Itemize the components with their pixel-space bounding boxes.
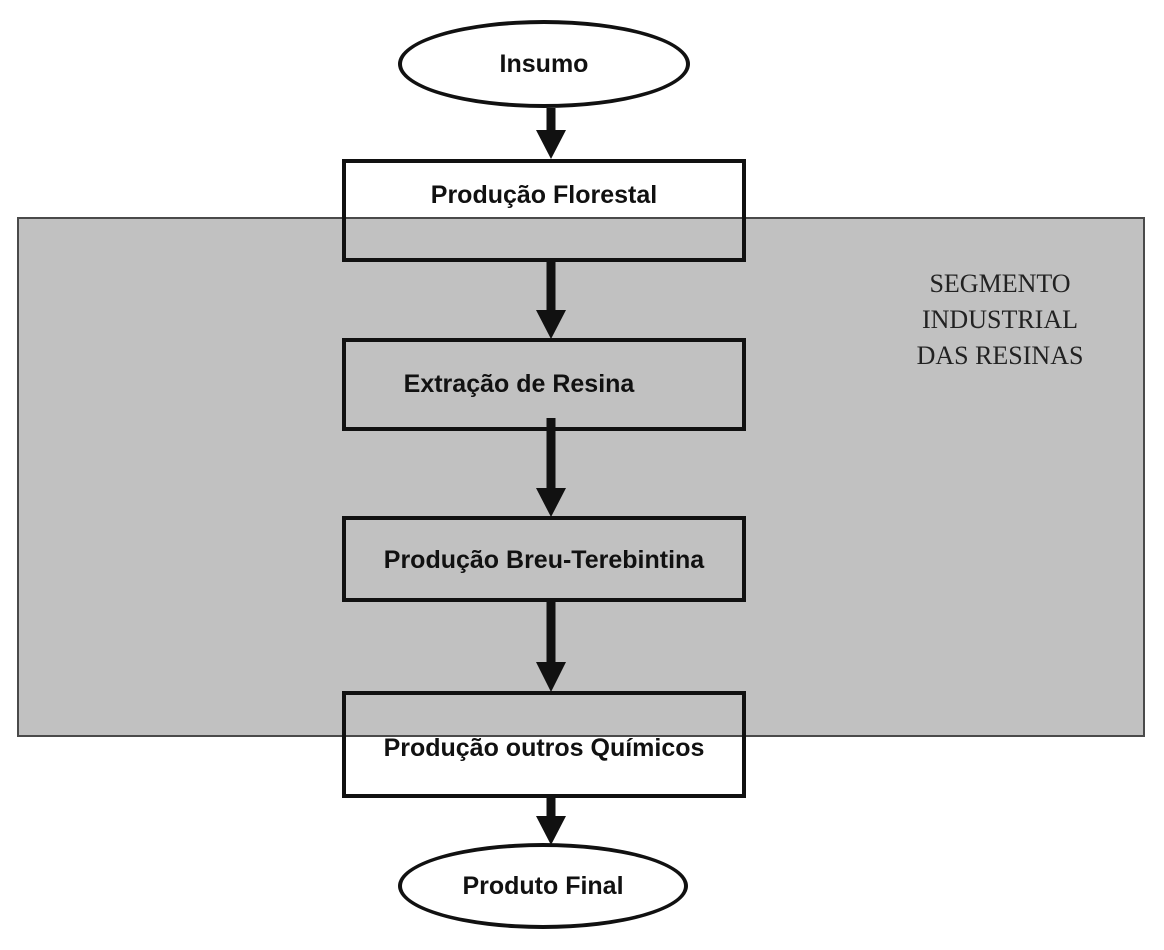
node-producao-florestal-label: Produção Florestal	[430, 181, 658, 209]
edge-quimicos-final-head	[536, 816, 566, 845]
node-producao-florestal: Produção Florestal	[342, 159, 746, 262]
node-producao-quimicos: Produção outros Químicos	[342, 691, 746, 798]
node-producao-breu-label: Produção Breu-Terebintina	[383, 545, 705, 574]
node-produto-final-label: Produto Final	[462, 871, 624, 900]
node-extracao-resina: Extração de Resina	[342, 338, 746, 431]
segment-label: SEGMENTO INDUSTRIAL DAS RESINAS	[916, 269, 1084, 370]
node-produto-final: Produto Final	[398, 843, 688, 929]
edge-insumo-florestal-head	[536, 130, 566, 159]
segment-region	[17, 217, 1145, 737]
node-extracao-resina-label: Extração de Resina	[403, 370, 635, 398]
node-insumo-label: Insumo	[499, 49, 589, 78]
node-producao-quimicos-label: Produção outros Químicos	[383, 734, 705, 762]
node-producao-breu: Produção Breu-Terebintina	[342, 516, 746, 602]
node-insumo: Insumo	[398, 20, 690, 108]
